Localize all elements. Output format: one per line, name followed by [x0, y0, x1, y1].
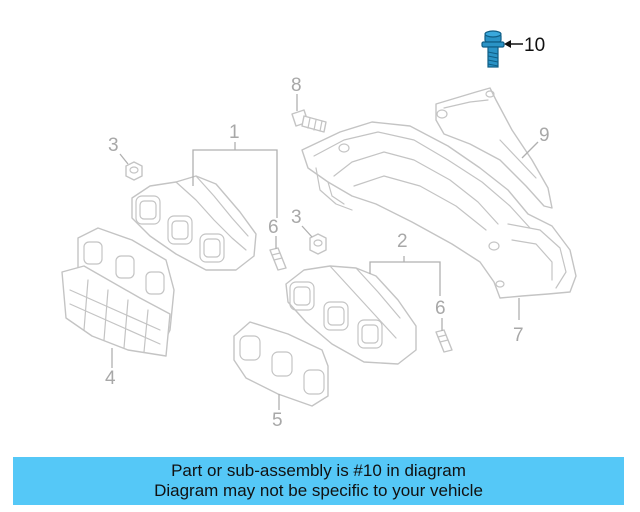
part-1-manifold-icon[interactable]: [131, 175, 257, 271]
callout-3a-leader: [119, 153, 129, 165]
callout-1[interactable]: 1: [229, 122, 240, 143]
callout-10-arrow: [504, 40, 523, 48]
part-7-heat-shield-icon[interactable]: [301, 121, 577, 299]
part-9-bracket-icon[interactable]: [435, 87, 553, 209]
callout-3b-leader: [301, 225, 313, 238]
part-6-stud-icon[interactable]: [435, 329, 453, 353]
callout-6a[interactable]: 6: [268, 217, 279, 238]
callout-9[interactable]: 9: [539, 125, 550, 146]
part-3-nut-icon[interactable]: [309, 233, 327, 255]
callout-5[interactable]: 5: [272, 410, 283, 431]
callout-3b[interactable]: 3: [291, 207, 302, 228]
callout-2[interactable]: 2: [397, 231, 408, 252]
part-2-manifold-icon[interactable]: [285, 265, 417, 365]
banner-line-1: Part or sub-assembly is #10 in diagram: [171, 461, 466, 480]
callout-3a[interactable]: 3: [108, 135, 119, 156]
part-6-stud-icon[interactable]: [269, 247, 287, 271]
callout-4[interactable]: 4: [105, 368, 116, 389]
part-3-nut-icon[interactable]: [125, 161, 143, 181]
part-5-gasket-icon[interactable]: [233, 321, 329, 407]
callout-2-leader: [369, 256, 441, 296]
callout-7[interactable]: 7: [513, 325, 524, 346]
banner-line-2: Diagram may not be specific to your vehi…: [154, 481, 483, 500]
callout-9-leader: [521, 141, 539, 159]
callout-1-leader: [192, 142, 278, 218]
part-4-gasket-icon[interactable]: [61, 227, 175, 357]
part-10-bolt-icon[interactable]: [481, 30, 505, 68]
callout-8[interactable]: 8: [291, 75, 302, 96]
part-info-banner: Part or sub-assembly is #10 in diagram D…: [13, 457, 624, 505]
parts-diagram: 10 9 7 8: [61, 30, 577, 431]
callout-10[interactable]: 10: [524, 35, 545, 56]
part-8-bolt-icon[interactable]: [291, 109, 327, 133]
callout-6b[interactable]: 6: [435, 298, 446, 319]
